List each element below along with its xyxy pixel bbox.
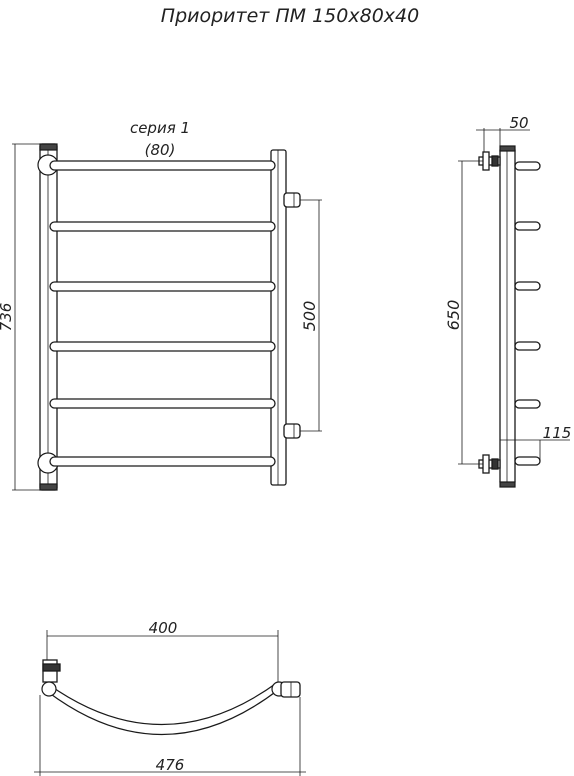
rung xyxy=(49,341,276,352)
dimension-400: 400 xyxy=(46,619,279,688)
connection-nipples xyxy=(283,192,301,439)
dimension-50: 50 xyxy=(476,114,530,152)
top-view: 400 476 xyxy=(34,619,306,776)
rung xyxy=(49,221,276,232)
dimension-arc-inner-width: 400 xyxy=(149,619,178,637)
front-view: серия 1 (80) xyxy=(0,119,322,491)
series-value: (80) xyxy=(145,141,176,159)
rung xyxy=(49,456,276,467)
dimension-depth: 115 xyxy=(543,424,572,442)
rungs xyxy=(49,160,276,467)
side-wall-mounts xyxy=(478,151,501,474)
dimension-connection-spacing: 500 xyxy=(300,301,319,332)
left-post xyxy=(37,143,59,491)
dimension-total-width: 476 xyxy=(156,756,185,774)
dimension-115: 115 xyxy=(500,424,571,462)
dimension-side-height: 650 xyxy=(444,300,463,331)
side-view: 50 650 115 xyxy=(444,114,571,488)
rung xyxy=(49,281,276,292)
dimension-476: 476 xyxy=(34,695,306,776)
dimension-500: 500 xyxy=(300,199,322,432)
rung xyxy=(49,160,276,171)
dimension-wall-offset: 50 xyxy=(509,114,528,132)
dimension-650: 650 xyxy=(444,160,483,465)
dimension-736: 736 xyxy=(0,143,40,491)
series-label: серия 1 xyxy=(130,119,190,137)
rung xyxy=(49,398,276,409)
dimension-total-height: 736 xyxy=(0,303,15,332)
drawing-title: Приоритет ПМ 150х80х40 xyxy=(161,5,419,27)
side-rungs xyxy=(514,161,541,466)
